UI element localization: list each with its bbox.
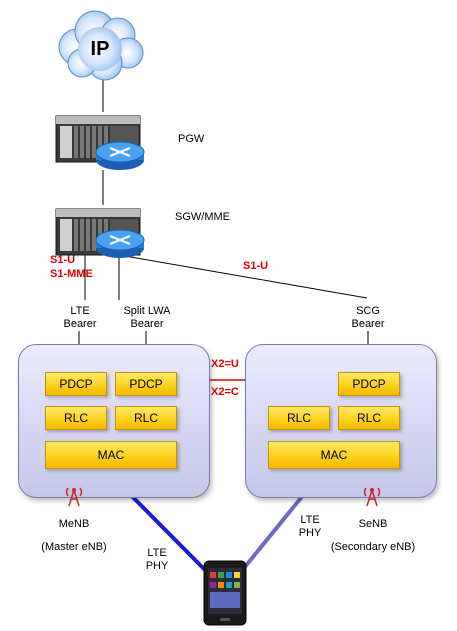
senb-rlc-scg: RLC	[338, 406, 400, 430]
menb-name: MeNB	[58, 518, 90, 530]
cloud-icon	[58, 10, 144, 81]
s1-to-scg-line	[118, 254, 368, 299]
senb-pdcp: PDCP	[338, 372, 400, 396]
cell-tower-icon	[363, 487, 381, 507]
menb-pdcp-split: PDCP	[115, 372, 177, 396]
menb-mac: MAC	[45, 441, 177, 469]
senb-name: SeNB	[358, 518, 388, 530]
smartphone-icon	[203, 560, 247, 626]
x2-u-label: X2=U	[211, 358, 239, 370]
sgw-mme-label: SGW/MME	[175, 211, 230, 223]
menb-rlc-split: RLC	[115, 406, 177, 430]
senb-mac: MAC	[268, 441, 400, 469]
s1-u-scg-label: S1-U	[243, 260, 269, 272]
router-icon	[95, 141, 145, 170]
senb-desc: (Secondary eNB)	[330, 541, 416, 553]
cloud-label: IP	[90, 38, 110, 60]
s1-u-label: S1-U	[50, 254, 76, 266]
pgw-label: PGW	[178, 133, 205, 145]
cell-tower-icon	[65, 487, 83, 507]
menb-desc: (Master eNB)	[41, 541, 107, 553]
s1-mme-label: S1-MME	[50, 268, 93, 280]
menb-pdcp-lte: PDCP	[45, 372, 107, 396]
senb-rlc-split: RLC	[268, 406, 330, 430]
menb-rlc-lte: RLC	[45, 406, 107, 430]
router-icon	[95, 229, 145, 258]
x2-c-label: X2=C	[211, 386, 239, 398]
